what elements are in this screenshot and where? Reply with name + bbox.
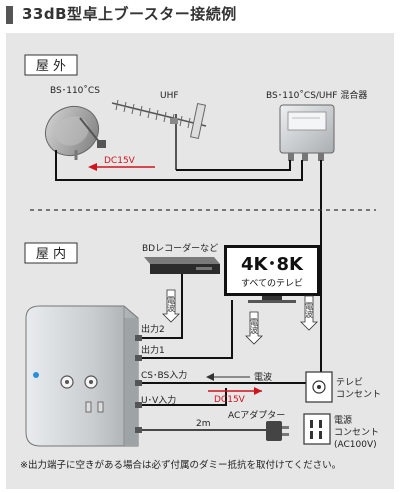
mixer-label: BS･110˚CS/UHF 混合器 [266, 89, 367, 101]
bd-recorder: BDレコーダーなど [142, 242, 220, 274]
tv-caption: すべてのテレビ [241, 278, 303, 289]
indoor-cables [142, 274, 307, 406]
dc-arrow-outdoor: DC15V [88, 156, 155, 171]
dc-indoor-label: DC15V [214, 395, 246, 405]
indoor-label-text: 屋 内 [36, 246, 66, 262]
power-outlet: 電源 コンセント (AC100V) [303, 413, 379, 450]
title-bar [6, 6, 13, 24]
port-uv-in-label: U･V入力 [141, 394, 176, 406]
port-out1-label: 出力1 [141, 344, 165, 356]
wave-arrow-left: 電波 [206, 371, 272, 383]
dc-arrow-indoor: DC15V [208, 387, 262, 405]
outdoor-label: 屋 外 [24, 54, 78, 76]
ac-adapter-label: ACアダプター [228, 409, 285, 421]
outdoor-cables [55, 150, 322, 372]
wave-down-label: 電波 [305, 302, 314, 319]
gain-knobs-icon [60, 375, 98, 389]
port-cs-bs-in-label: CS･BS入力 [141, 369, 187, 381]
bd-recorder-label: BDレコーダーなど [142, 242, 218, 254]
wave-left-label: 電波 [254, 371, 272, 383]
indoor-label: 屋 内 [24, 242, 78, 264]
tv-outlet-label-1: テレビ [336, 377, 363, 388]
footnote: ※出力端子に空きがある場合は必ず付属のダミー抵抗を取付けてください。 [20, 459, 341, 471]
mixer: BS･110˚CS/UHF 混合器 [266, 89, 367, 161]
ac-adapter: 2m ACアダプター [142, 409, 289, 441]
booster [25, 305, 142, 447]
uhf-label: UHF [160, 91, 179, 101]
wave-arrow-down: 電波 [300, 295, 318, 331]
power-outlet-label-1: 電源 [334, 415, 352, 426]
bs-cs-dish: BS･110˚CS [45, 85, 106, 160]
wave-to-tv-label: 電波 [250, 318, 259, 335]
wave-arrow-to-tv: 電波 [245, 311, 263, 345]
port-out2-label: 出力2 [141, 323, 165, 335]
power-outlet-label-3: (AC100V) [334, 440, 377, 450]
bs-cs-label: BS･110˚CS [50, 85, 100, 96]
tv-outlet-label-2: コンセント [336, 389, 381, 400]
cable-length-label: 2m [196, 419, 211, 429]
power-outlet-label-2: コンセント [334, 427, 379, 438]
wave-arrow-to-bd: 電波 [162, 289, 180, 323]
outdoor-label-text: 屋 外 [36, 59, 66, 74]
tv-outlet: テレビ コンセント [305, 371, 381, 403]
diagram-title: 33dB型卓上ブースター接続例 [22, 5, 237, 23]
tv: 4K･8K すべてのテレビ [224, 245, 320, 303]
toggle-switches-icon [85, 401, 104, 413]
wave-to-bd-label: 電波 [167, 296, 176, 313]
uhf-antenna: UHF [111, 91, 207, 170]
tv-logo: 4K･8K [241, 254, 304, 275]
power-led-icon [33, 372, 39, 378]
dc-outdoor-label: DC15V [104, 156, 136, 166]
